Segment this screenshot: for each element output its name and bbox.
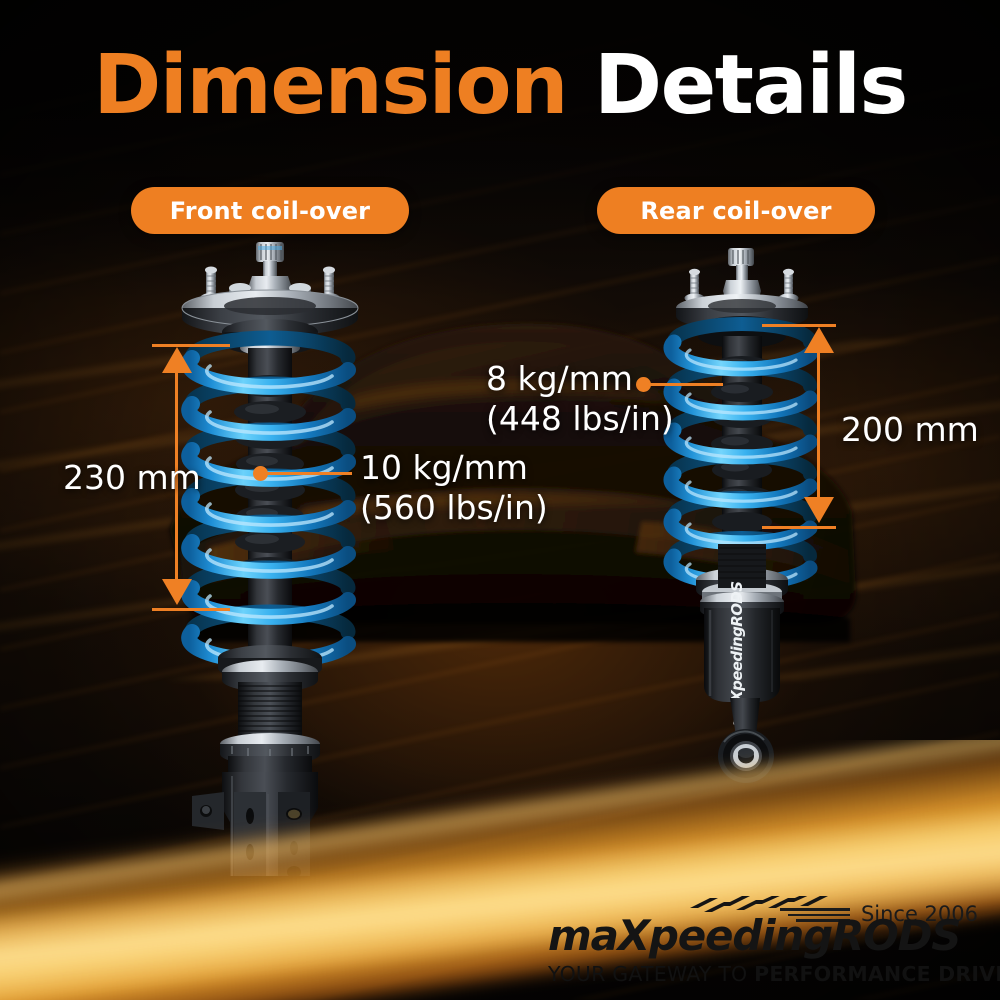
rear-dim-tick-bottom	[762, 526, 836, 529]
badge-front-coilover: Front coil-over	[131, 187, 409, 234]
front-spring-leader-line	[262, 472, 352, 475]
tagline-light: YOUR GATEWAY TO	[548, 962, 755, 986]
front-spring-rate-metric: 10 kg/mm	[360, 448, 528, 487]
rear-dim-tick-top	[762, 324, 836, 327]
rear-spring-leader-line	[645, 383, 723, 386]
front-dim-tick-top	[152, 344, 230, 347]
title-white-part: Details	[594, 38, 908, 133]
front-spring-rate-imperial: (560 lbs/in)	[360, 487, 548, 527]
rear-body-branding: maXpeedingRODS	[728, 582, 746, 727]
front-dim-tick-bottom	[152, 608, 230, 611]
brand-mid: peeding	[648, 911, 833, 960]
since-accent-lines	[780, 908, 850, 924]
badge-rear-label: Rear coil-over	[640, 196, 832, 225]
tagline-bold: PERFORMANCE DRIVING	[754, 962, 1000, 986]
rear-dim-arrow-down	[803, 497, 834, 523]
badge-rear-coilover: Rear coil-over	[597, 187, 875, 234]
badge-front-label: Front coil-over	[169, 196, 371, 225]
brand-logo-row: Since 2006 maXpeedingRODS	[548, 896, 978, 960]
front-spring-rate-callout: 10 kg/mm (560 lbs/in)	[360, 448, 548, 527]
front-dim-arrow-up	[161, 347, 192, 373]
brand-x: X	[617, 911, 650, 960]
brand-suffix: RODS	[831, 911, 962, 960]
brand-tagline: YOUR GATEWAY TO PERFORMANCE DRIVING	[548, 962, 1000, 986]
brand-footer: Since 2006 maXpeedingRODS YOUR GATEWAY T…	[500, 880, 1000, 1000]
rear-dim-stem	[817, 340, 820, 510]
brand-wordmark: maXpeedingRODS	[548, 911, 962, 960]
rear-spring-rate-imperial: (448 lbs/in)	[486, 398, 674, 438]
rear-spring-rate-callout: 8 kg/mm (448 lbs/in)	[486, 359, 674, 438]
rear-dimension-label: 200 mm	[841, 410, 979, 449]
front-spring-leader-dot	[253, 466, 268, 481]
front-dim-arrow-down	[161, 579, 192, 605]
brand-logo: Since 2006 maXpeedingRODS YOUR GATEWAY T…	[548, 896, 1000, 986]
since-label: Since 2006	[860, 902, 978, 926]
brand-prefix: ma	[548, 911, 619, 960]
rear-spring-rate-metric: 8 kg/mm	[486, 359, 633, 398]
title-orange-part: Dimension	[93, 38, 568, 133]
front-dimension-label: 230 mm	[63, 458, 201, 497]
rear-dim-arrow-up	[803, 327, 834, 353]
rear-spring-leader-dot	[636, 377, 651, 392]
front-dim-stem	[175, 360, 178, 592]
front-strut-assembly	[181, 242, 359, 876]
checkered-flag-icon	[690, 896, 828, 912]
page-title: Dimension Details	[0, 45, 1000, 127]
